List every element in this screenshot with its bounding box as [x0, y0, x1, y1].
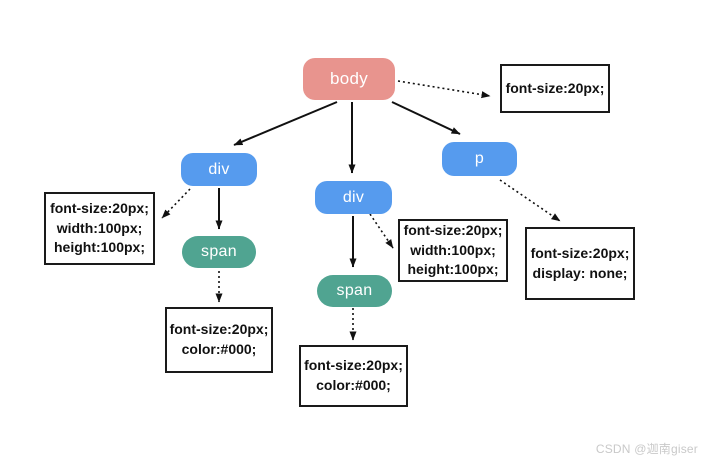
css-rule: height:100px;: [53, 239, 145, 256]
node-span-left-label: span: [201, 243, 237, 260]
css-rule: width:100px;: [410, 241, 496, 258]
css-rule: color:#000;: [181, 341, 257, 357]
arrow-div-left-to-css: [161, 188, 191, 219]
node-div-left: div: [181, 153, 257, 186]
node-body-label: body: [329, 69, 369, 88]
node-span-left: span: [182, 236, 256, 268]
arrow-body-to-p: [391, 101, 461, 135]
stylebox-body-css: font-size:20px;: [500, 64, 610, 113]
css-rule: height:100px;: [407, 261, 499, 278]
node-div-center: div: [315, 181, 392, 214]
css-rule: font-size:20px;: [50, 200, 149, 217]
arrow-div-center-to-css: [369, 213, 394, 249]
css-rule: font-size:20px;: [304, 357, 403, 374]
arrow-body-to-div-left: [233, 101, 338, 146]
node-span-center-label: span: [336, 282, 373, 299]
css-rule: font-size:20px;: [505, 79, 605, 96]
node-span-center: span: [317, 275, 392, 307]
css-rule: color:#000;: [316, 377, 391, 393]
css-rule: display: none;: [532, 264, 628, 281]
css-rule: width:100px;: [56, 219, 143, 236]
node-div-center-label: div: [342, 188, 365, 206]
arrow-body-to-body-css: [397, 80, 491, 99]
css-rule: font-size:20px;: [403, 222, 503, 239]
node-p: p: [442, 142, 517, 176]
stylebox-p-css: font-size:20px; display: none;: [525, 227, 635, 300]
node-div-left-label: div: [208, 160, 230, 178]
stylebox-div-left-css: font-size:20px; width:100px; height:100p…: [44, 192, 155, 265]
css-rule: font-size:20px;: [530, 244, 630, 261]
css-rule: font-size:20px;: [169, 321, 269, 338]
stylebox-span-center-css: font-size:20px; color:#000;: [299, 345, 408, 407]
node-p-label: p: [474, 150, 485, 167]
node-body: body: [303, 58, 395, 100]
stylebox-div-center-css: font-size:20px; width:100px; height:100p…: [398, 219, 508, 282]
watermark: CSDN @迦南giser: [595, 442, 698, 456]
arrow-p-to-css: [499, 179, 561, 222]
stylebox-span-left-css: font-size:20px; color:#000;: [165, 307, 273, 373]
